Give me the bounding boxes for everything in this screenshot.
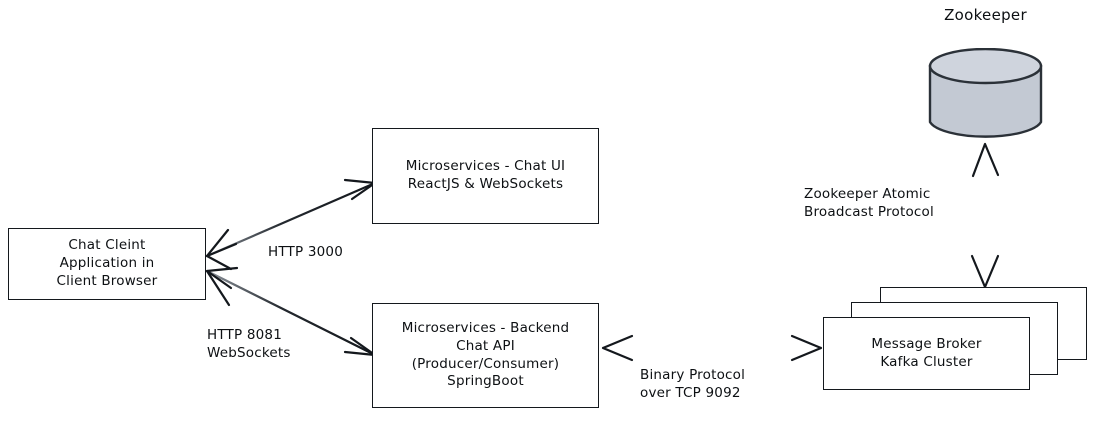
node-chat-ui-label: Microservices - Chat UI ReactJS & WebSoc… — [405, 158, 566, 192]
node-chat-ui[interactable]: Microservices - Chat UI ReactJS & WebSoc… — [372, 128, 599, 224]
edge-label-http-8081-websockets: HTTP 8081 WebSockets — [207, 327, 291, 362]
node-backend-api[interactable]: Microservices - Backend Chat API (Produc… — [372, 303, 599, 408]
node-backend-api-label: Microservices - Backend Chat API (Produc… — [401, 319, 570, 390]
database-cylinder-icon — [928, 47, 1043, 138]
node-chat-client-label: Chat Cleint Application in Client Browse… — [56, 237, 158, 289]
connector-kafka-to-zookeeper — [970, 142, 1000, 289]
node-zookeeper-label: Zookeeper — [944, 6, 1027, 24]
node-zookeeper-cylinder[interactable] — [928, 47, 1043, 140]
edge-label-http-3000: HTTP 3000 — [268, 244, 343, 260]
edge-label-binary-protocol-tcp-9092: Binary Protocol over TCP 9092 — [640, 367, 746, 402]
node-kafka-cluster-label: Message Broker Kafka Cluster — [871, 335, 982, 370]
node-chat-client[interactable]: Chat Cleint Application in Client Browse… — [8, 228, 206, 300]
connector-backend-to-kafka — [601, 334, 823, 362]
connector-client-to-backend — [205, 266, 377, 357]
connector-client-to-ui — [205, 178, 377, 271]
edge-label-zookeeper-atomic-broadcast-protocol: Zookeeper Atomic Broadcast Protocol — [804, 186, 934, 221]
node-kafka-cluster[interactable]: Message Broker Kafka Cluster — [823, 317, 1030, 390]
